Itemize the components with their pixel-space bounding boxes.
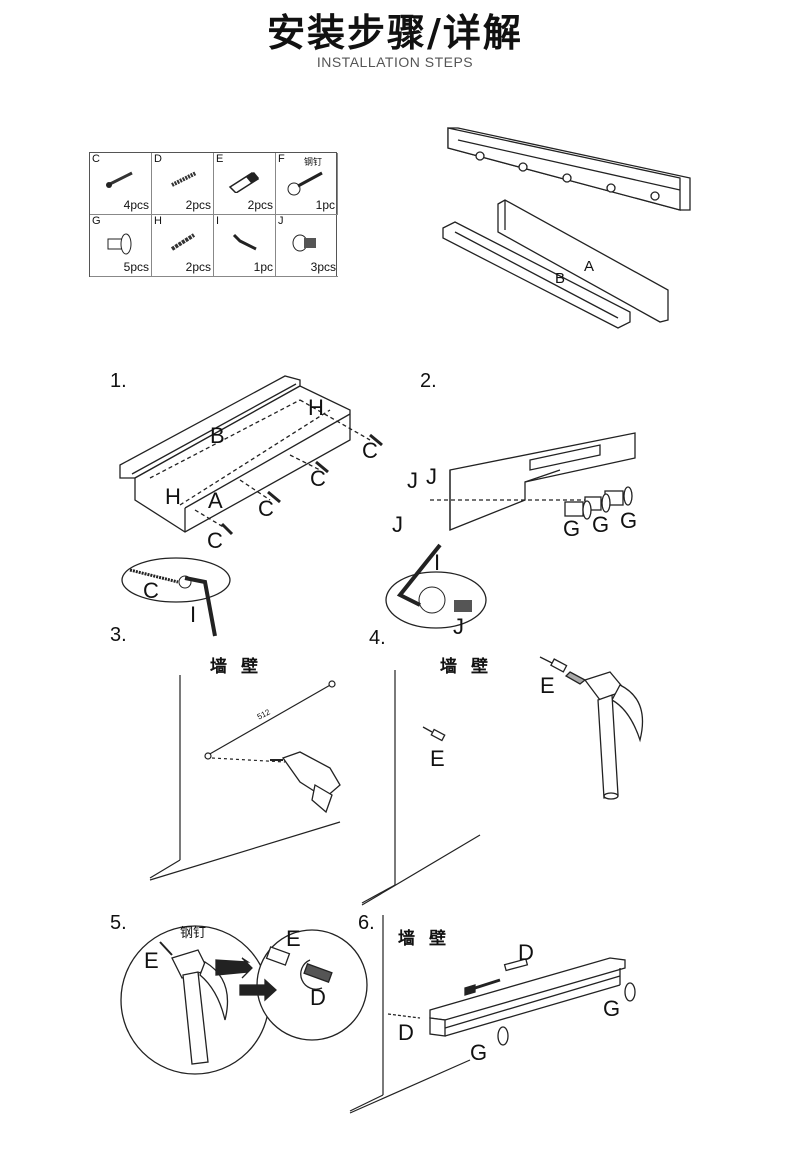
part-cell-i: I 1pc: [214, 215, 276, 277]
wall-anchor-icon: [228, 172, 260, 193]
allen-key-icon: [232, 233, 257, 251]
part-letter: C: [92, 153, 100, 165]
step-number-5: 5.: [110, 912, 127, 934]
dowel-icon: [170, 233, 196, 251]
step-number-6: 6.: [358, 912, 375, 934]
step4-anchors: [422, 656, 587, 742]
step2-detail: [385, 543, 487, 629]
step1-detail: [121, 557, 231, 637]
part-qty: 1pc: [315, 198, 335, 212]
double-screw-icon: [171, 171, 197, 187]
part-cell-d: D 2pcs: [152, 153, 214, 215]
steel-nail-icon: [287, 171, 323, 196]
label-c: C: [258, 496, 274, 521]
step-number-3: 3.: [110, 624, 127, 646]
label-g: G: [470, 1040, 488, 1065]
label-j: J: [426, 464, 437, 489]
screw-icon: [106, 171, 133, 188]
hook-knob-icon: [107, 233, 132, 255]
wall-label-step3: 墙壁: [210, 657, 272, 677]
label-j: J: [453, 614, 464, 639]
wall-label-step4: 墙壁: [440, 657, 502, 677]
overview-shelf-parts: [442, 199, 669, 329]
label-i: I: [434, 550, 441, 575]
label-j: J: [407, 468, 418, 493]
part-name: 钢钉: [304, 158, 323, 168]
overview-shelf-top: [447, 127, 691, 211]
overview-label-a: A: [584, 258, 595, 275]
part-letter: F: [278, 153, 285, 165]
hex-bolt-icon: [292, 234, 316, 252]
label-g: G: [603, 996, 621, 1021]
part-letter: E: [216, 153, 224, 165]
label-c: C: [362, 438, 378, 463]
page-subtitle: INSTALLATION STEPS: [316, 54, 474, 70]
part-cell-g: G 5pcs: [90, 215, 152, 277]
step-number-1: 1.: [110, 370, 127, 392]
label-e: E: [144, 948, 159, 973]
step6-wall: [349, 915, 471, 1114]
part-letter: H: [154, 215, 162, 227]
wall-label-step6: 墙壁: [398, 929, 460, 949]
drill-icon: [270, 751, 341, 814]
label-c: C: [207, 528, 223, 553]
label-d: D: [398, 1020, 414, 1045]
label-a: A: [208, 488, 223, 513]
part-qty: 3pcs: [310, 260, 336, 274]
part-cell-c: C 4pcs: [90, 153, 152, 215]
part-letter: J: [278, 215, 284, 227]
step-number-2: 2.: [420, 370, 437, 392]
label-j: J: [392, 512, 403, 537]
label-e: E: [540, 673, 555, 698]
step1-assembly: [119, 375, 371, 533]
part-letter: I: [216, 215, 220, 227]
label-i: I: [190, 602, 197, 627]
label-e: E: [430, 746, 445, 771]
label-h: H: [308, 395, 324, 420]
part-qty: 2pcs: [247, 198, 273, 212]
part-cell-e: E 2pcs: [214, 153, 276, 215]
label-c: C: [310, 466, 326, 491]
step3-wall: [149, 675, 341, 881]
part-qty: 2pcs: [185, 198, 211, 212]
label-g: G: [592, 512, 610, 537]
part-qty: 5pcs: [123, 260, 149, 274]
step5-detail: [120, 925, 368, 1075]
part-qty: 1pc: [253, 260, 273, 274]
part-letter: G: [92, 215, 101, 227]
step4-wall: [361, 670, 481, 906]
part-qty: 4pcs: [123, 198, 149, 212]
part-cell-h: H 2pcs: [152, 215, 214, 277]
label-b: B: [210, 423, 225, 448]
label-g: G: [563, 516, 581, 541]
label-d: D: [518, 940, 534, 965]
label-e: E: [286, 926, 301, 951]
label-g: G: [620, 508, 638, 533]
step6-shelf: [387, 957, 636, 1046]
label-c: C: [143, 578, 159, 603]
label-d: D: [310, 985, 326, 1010]
part-cell-f: F 钢钉 1pc: [276, 153, 338, 215]
page-title: 安装步骤/详解: [267, 11, 523, 55]
part-letter: D: [154, 153, 162, 165]
steel-nail-label: 钢钉: [180, 926, 207, 941]
overview-label-b: B: [555, 270, 566, 287]
step1-screws: [220, 433, 383, 536]
step2-assembly: [430, 432, 636, 531]
part-qty: 2pcs: [185, 260, 211, 274]
step-number-4: 4.: [369, 627, 386, 649]
label-h: H: [165, 484, 181, 509]
hammer-icon: [583, 671, 644, 800]
parts-table: C 4pcs D 2pcs E 2pcs F 钢钉 1pc G 5pcs H 2…: [89, 152, 338, 277]
part-cell-j: J 3pcs: [276, 215, 338, 277]
